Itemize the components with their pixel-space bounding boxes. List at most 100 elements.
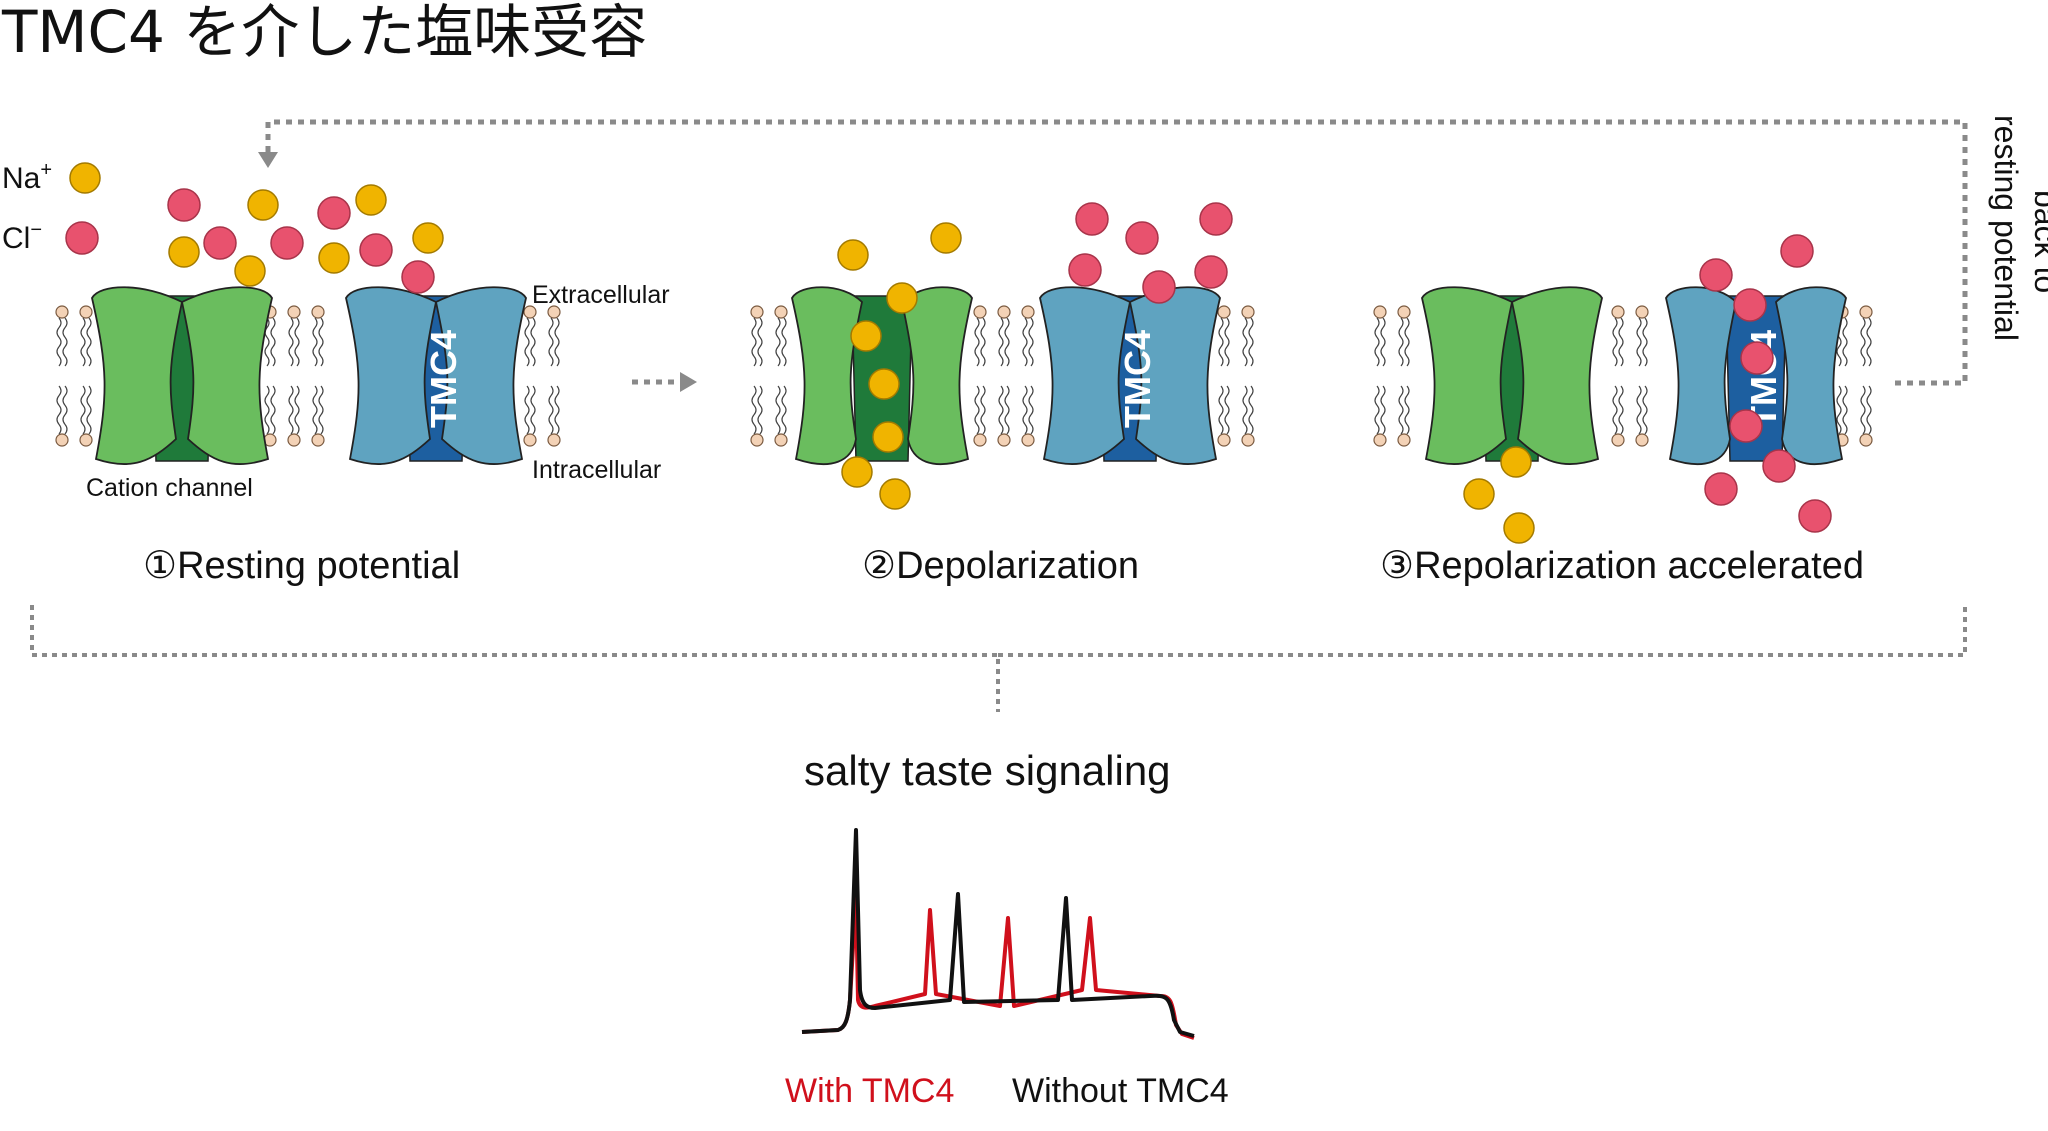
cl-ion-icon xyxy=(317,196,351,230)
lipid-head xyxy=(774,305,788,319)
lipid-tail xyxy=(318,385,324,435)
tmc4-channel-closed: TMC4 xyxy=(1039,286,1221,466)
na-ion-icon xyxy=(318,242,350,274)
lipid-tail xyxy=(1618,317,1624,367)
channel-right-half xyxy=(1775,286,1847,466)
channel-left-half xyxy=(1421,286,1514,466)
lipid-head xyxy=(547,433,561,447)
lipid-head xyxy=(1217,433,1231,447)
lipid-head xyxy=(1859,433,1873,447)
lipid-tail xyxy=(554,385,560,435)
channel-right-half xyxy=(901,286,973,466)
lipid-tail xyxy=(1004,385,1010,435)
lipid-head xyxy=(1373,433,1387,447)
na-ion-icon xyxy=(1500,446,1532,478)
legend-without-tmc4: Without TMC4 xyxy=(1012,1072,1229,1110)
lipid-tail xyxy=(1612,317,1618,367)
lipid-tail xyxy=(1218,317,1224,367)
lipid-tail xyxy=(781,317,787,367)
cl-ion-icon xyxy=(1780,234,1814,268)
lipid-tail xyxy=(1836,385,1842,435)
cl-ion-icon xyxy=(359,233,393,267)
lipid-tail xyxy=(1612,385,1618,435)
lipid-head xyxy=(79,305,93,319)
ions-layer xyxy=(167,184,1832,544)
lipid-tail xyxy=(318,317,324,367)
lipid-tail xyxy=(1022,317,1028,367)
lipid-head xyxy=(287,305,301,319)
cl-ion-icon xyxy=(1729,409,1763,443)
tmc4-channel-resting: TMC4 xyxy=(345,286,527,466)
lipid-tail xyxy=(1242,385,1248,435)
cl-ion-icon xyxy=(1740,341,1774,375)
lipid-tail xyxy=(80,317,86,367)
cl-ion-icon xyxy=(1075,202,1109,236)
lipid-head xyxy=(55,305,69,319)
lipid-tail xyxy=(980,317,986,367)
channel-left-half xyxy=(91,286,184,466)
lipid-tail xyxy=(1022,385,1028,435)
lipid-tail xyxy=(1636,317,1642,367)
lipid-tail xyxy=(1218,385,1224,435)
lipid-tail xyxy=(270,317,276,367)
feedback-arrow-head-icon xyxy=(258,152,278,168)
lipid-head xyxy=(1373,305,1387,319)
lipid-head xyxy=(1241,305,1255,319)
lipid-tail xyxy=(62,317,68,367)
lipid-tail xyxy=(270,385,276,435)
lipid-tail xyxy=(1404,317,1410,367)
signaling-title: salty taste signaling xyxy=(804,747,1171,794)
na-ion-icon xyxy=(841,456,873,488)
lipid-head xyxy=(523,433,537,447)
step-2-caption: ②Depolarization xyxy=(862,545,1139,587)
lipid-head xyxy=(287,433,301,447)
lipid-tail xyxy=(1860,385,1866,435)
channel-left-half xyxy=(1665,286,1737,466)
lipid-tail xyxy=(530,385,536,435)
grouping-bracket xyxy=(30,605,1967,712)
lipid-tail xyxy=(781,385,787,435)
lipid-tail xyxy=(1642,317,1648,367)
tmc4-label: TMC4 xyxy=(1117,330,1158,428)
lipid-tail xyxy=(751,385,757,435)
lipid-tail xyxy=(1028,317,1034,367)
lipid-head xyxy=(1611,305,1625,319)
lipid-head xyxy=(311,433,325,447)
lipid-head xyxy=(973,305,987,319)
lipid-tail xyxy=(1028,385,1034,435)
back-label-line1: back to xyxy=(2028,190,2048,293)
cation-channel-closed xyxy=(1421,286,1603,466)
lipid-tail xyxy=(1224,317,1230,367)
lipid-tail xyxy=(554,317,560,367)
lipid-tail xyxy=(1398,317,1404,367)
na-ion-icon xyxy=(886,282,918,314)
lipid-tail xyxy=(980,385,986,435)
cl-ion-icon xyxy=(1699,258,1733,292)
lipid-head xyxy=(55,433,69,447)
lipid-tail xyxy=(1642,385,1648,435)
lipid-head xyxy=(1241,433,1255,447)
lipid-tail xyxy=(775,317,781,367)
cl-ion-icon xyxy=(270,226,304,260)
step-3-caption: ③Repolarization accelerated xyxy=(1380,545,1864,587)
cl-ion-icon xyxy=(1125,221,1159,255)
extracellular-label: Extracellular xyxy=(532,281,670,309)
lipid-tail xyxy=(548,317,554,367)
lipid-tail xyxy=(530,317,536,367)
cl-ion-icon xyxy=(1733,288,1767,322)
lipid-head xyxy=(1635,433,1649,447)
cl-ion-icon xyxy=(1142,270,1176,304)
lipid-tail xyxy=(264,385,270,435)
lipid-head xyxy=(774,433,788,447)
lipid-head xyxy=(1635,305,1649,319)
na-ion-icon xyxy=(837,239,869,271)
intracellular-label: Intracellular xyxy=(532,456,661,484)
na-legend-label: Na+ xyxy=(2,159,52,195)
channel-right-half xyxy=(180,286,273,466)
lipid-tail xyxy=(998,317,1004,367)
cl-ion-icon xyxy=(1762,449,1796,483)
lipid-tail xyxy=(998,385,1004,435)
lipid-head xyxy=(1021,305,1035,319)
lipid-head xyxy=(1397,433,1411,447)
na-ion-icon xyxy=(850,320,882,352)
